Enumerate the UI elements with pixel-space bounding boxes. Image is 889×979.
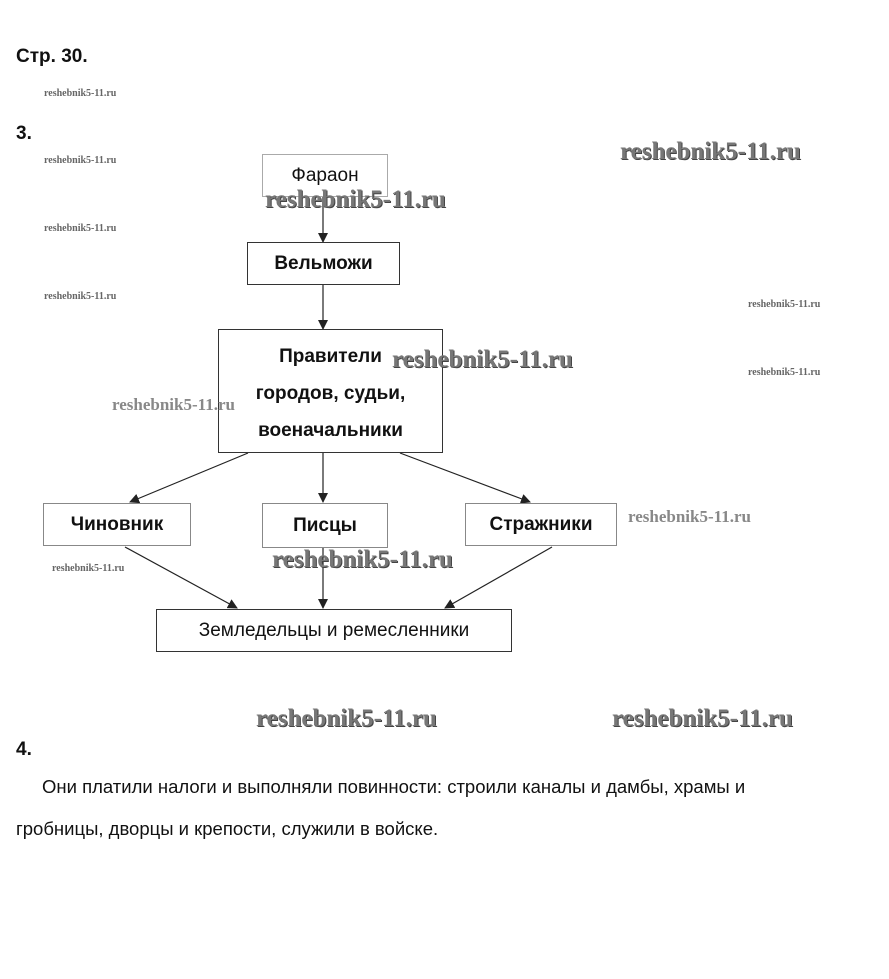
box-rulers: Правители городов, судьи, военачальники bbox=[218, 329, 443, 453]
watermark: reshebnik5-11.ru bbox=[265, 186, 446, 213]
box-scribes: Писцы bbox=[262, 503, 388, 548]
arrow-guards-farmers bbox=[444, 546, 553, 609]
page-label: Стр. 30. bbox=[16, 46, 88, 67]
watermark: reshebnik5-11.ru bbox=[392, 346, 573, 373]
watermark: reshebnik5-11.ru bbox=[272, 546, 453, 573]
watermark: reshebnik5-11.ru bbox=[44, 223, 117, 234]
watermark: reshebnik5-11.ru bbox=[52, 563, 125, 574]
rulers-line-3: военачальники bbox=[258, 419, 403, 441]
watermark: reshebnik5-11.ru bbox=[748, 367, 821, 378]
task-3-number: 3. bbox=[16, 123, 32, 144]
arrow-rulers-guards bbox=[399, 452, 531, 504]
task-4-answer-line-2: гробницы, дворцы и крепости, служили в в… bbox=[16, 818, 439, 839]
box-guards: Стражники bbox=[465, 503, 617, 546]
arrow-rulers-officials bbox=[129, 452, 249, 504]
task-4-answer-line-1: Они платили налоги и выполняли повинност… bbox=[42, 776, 746, 797]
rulers-line-2: городов, судьи, bbox=[255, 382, 406, 404]
watermark: reshebnik5-11.ru bbox=[112, 395, 235, 414]
rulers-line-1: Правители bbox=[279, 345, 382, 367]
watermark: reshebnik5-11.ru bbox=[612, 705, 793, 732]
watermark: reshebnik5-11.ru bbox=[44, 155, 117, 166]
watermark: reshebnik5-11.ru bbox=[628, 507, 751, 526]
watermark: reshebnik5-11.ru bbox=[748, 299, 821, 310]
watermark: reshebnik5-11.ru bbox=[44, 88, 117, 99]
box-nobles: Вельможи bbox=[247, 242, 400, 285]
watermark: reshebnik5-11.ru bbox=[256, 705, 437, 732]
box-farmers: Земледельцы и ремесленники bbox=[156, 609, 512, 652]
arrow-officials-farmers bbox=[124, 546, 238, 609]
watermark: reshebnik5-11.ru bbox=[44, 291, 117, 302]
box-officials: Чиновник bbox=[43, 503, 191, 546]
watermark: reshebnik5-11.ru bbox=[620, 138, 801, 165]
box-pharaoh: Фараон bbox=[262, 154, 388, 197]
task-4-number: 4. bbox=[16, 739, 32, 760]
